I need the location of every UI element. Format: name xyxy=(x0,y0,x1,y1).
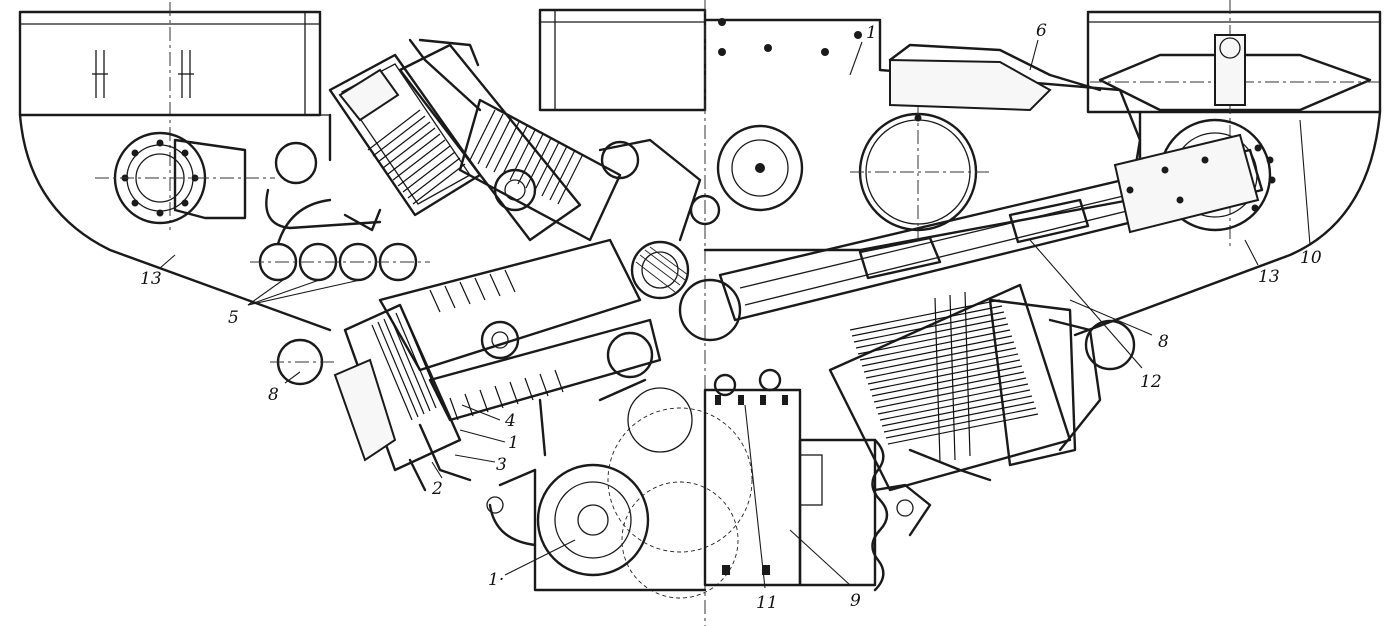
left-flange xyxy=(95,131,275,225)
callout-labels: 1 6 10 13 13 5 8 8 12 4 1 3 2 1· 11 9 xyxy=(140,21,1322,613)
callout-3: 3 xyxy=(496,455,507,475)
callout-6: 6 xyxy=(1036,21,1047,41)
callout-1-low: 1 xyxy=(508,433,519,453)
callout-10: 10 xyxy=(1300,248,1322,268)
lower-left-cylinder-bank xyxy=(333,238,662,492)
left-air-cleaner xyxy=(18,2,322,230)
callout-13-left: 13 xyxy=(140,269,162,289)
callout-2: 2 xyxy=(431,479,443,499)
left-housing-wing xyxy=(18,113,332,332)
callout-4: 4 xyxy=(504,411,516,431)
center-crankcase xyxy=(538,0,742,626)
callout-13-right: 13 xyxy=(1258,267,1280,287)
generator-box xyxy=(703,368,932,592)
upper-left-cylinder-bank xyxy=(328,38,622,242)
callout-bottom-left: 1· xyxy=(488,570,504,590)
lower-gear-train xyxy=(486,387,753,599)
callout-8-left: 8 xyxy=(268,385,279,405)
lower-right-cylinder-bank xyxy=(828,283,1136,492)
right-gear-housing xyxy=(703,18,1142,252)
callout-8-right: 8 xyxy=(1158,332,1169,352)
callout-5: 5 xyxy=(228,308,239,328)
callout-1-top: 1 xyxy=(866,23,877,43)
leader-lines xyxy=(159,39,1311,589)
callout-11: 11 xyxy=(756,593,778,613)
diagonal-rod-assembly xyxy=(718,133,1264,322)
callout-12: 12 xyxy=(1140,372,1162,392)
callout-9: 9 xyxy=(850,591,861,611)
